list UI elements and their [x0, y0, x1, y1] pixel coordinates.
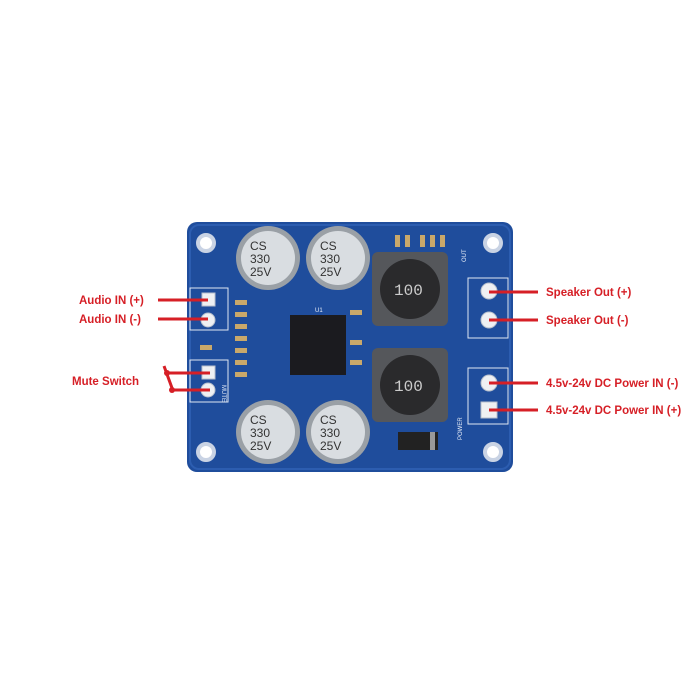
svg-text:25V: 25V	[250, 265, 271, 279]
label-power-in-plus: 4.5v-24v DC Power IN (+)	[546, 405, 681, 417]
label-speaker-out-minus: Speaker Out (-)	[546, 315, 629, 327]
mounting-holes	[196, 233, 503, 462]
capacitor: CS 330 25V	[236, 400, 300, 464]
svg-text:25V: 25V	[250, 439, 271, 453]
label-audio-in-plus: Audio IN (+)	[79, 295, 144, 307]
chip-silk-label: U1	[315, 308, 323, 314]
label-mute-switch: Mute Switch	[72, 376, 139, 388]
mute-silk-label: MUTE	[220, 385, 226, 402]
inductor: 100	[372, 252, 448, 326]
label-audio-in-minus: Audio IN (-)	[79, 314, 141, 326]
svg-text:25V: 25V	[320, 439, 341, 453]
label-speaker-out-plus: Speaker Out (+)	[546, 287, 631, 299]
amplifier-chip	[290, 315, 346, 375]
out-silk-label: OUT	[462, 249, 468, 262]
diode	[398, 432, 438, 450]
svg-text:CS: CS	[250, 239, 267, 253]
svg-text:25V: 25V	[320, 265, 341, 279]
svg-text:CS: CS	[320, 239, 337, 253]
capacitor: CS 330 25V	[306, 400, 370, 464]
svg-text:100: 100	[394, 378, 423, 396]
label-power-in-minus: 4.5v-24v DC Power IN (-)	[546, 378, 678, 390]
inductor: 100	[372, 348, 448, 422]
annotation-lines	[158, 290, 538, 412]
svg-text:CS: CS	[250, 413, 267, 427]
svg-text:330: 330	[320, 252, 340, 266]
svg-text:330: 330	[320, 426, 340, 440]
svg-text:330: 330	[250, 426, 270, 440]
capacitor: CS 330 25V	[236, 226, 300, 290]
capacitor: CS 330 25V	[306, 226, 370, 290]
svg-text:CS: CS	[320, 413, 337, 427]
svg-text:330: 330	[250, 252, 270, 266]
svg-text:100: 100	[394, 282, 423, 300]
smd-components	[200, 235, 445, 377]
power-silk-label: POWER	[458, 417, 464, 440]
